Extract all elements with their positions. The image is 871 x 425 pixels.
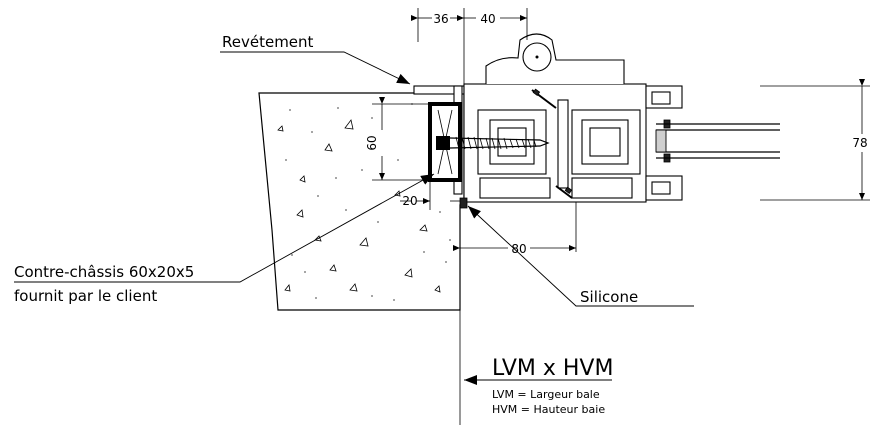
dim-78: 78 xyxy=(852,136,867,150)
leader-lines xyxy=(14,51,694,385)
fixing-screw xyxy=(436,136,550,150)
label-silicone: Silicone xyxy=(580,288,638,306)
dim-36: 36 xyxy=(433,12,448,26)
dimension-lines xyxy=(372,8,870,425)
legend-hvm: HVM = Hauteur baie xyxy=(492,403,605,416)
legend-lvm: LVM = Largeur bale xyxy=(492,388,600,401)
dim-20: 20 xyxy=(402,194,417,208)
label-contre-chassis-note: fournit par le client xyxy=(14,287,157,305)
window-frame xyxy=(463,33,683,203)
dim-60: 60 xyxy=(365,135,379,150)
dim-80: 80 xyxy=(511,242,526,256)
label-lvm-hvm: LVM x HVM xyxy=(492,356,613,381)
concrete-aggregate xyxy=(277,103,451,301)
label-contre-chassis: Contre-châssis 60x20x5 xyxy=(14,263,194,281)
dim-40: 40 xyxy=(480,12,495,26)
glazing-unit xyxy=(655,123,780,159)
silicone-bead xyxy=(459,197,468,209)
label-revetement: Revétement xyxy=(222,33,314,51)
